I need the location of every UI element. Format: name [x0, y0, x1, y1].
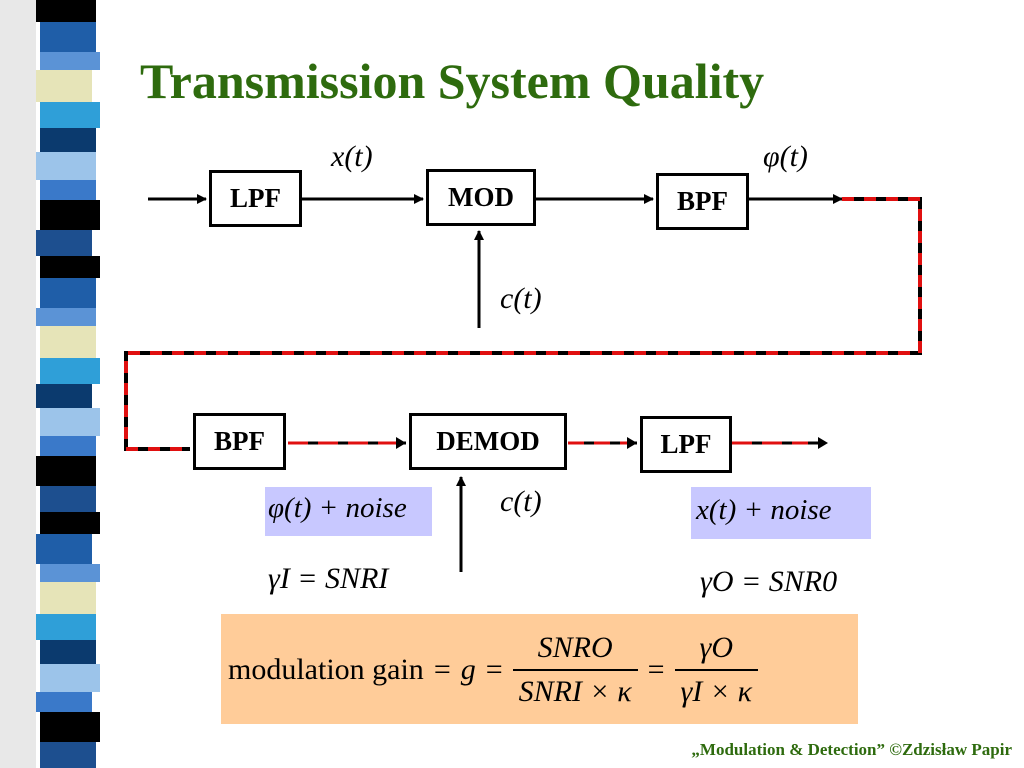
- snr-ratio-denominator: SNRI × κ: [518, 675, 632, 708]
- carrier-c-t-top-label: c(t): [500, 282, 542, 315]
- gamma-ratio-numerator: γO: [674, 631, 759, 671]
- phi-noise-highlight: [265, 487, 432, 536]
- demodulator-block: DEMOD: [409, 413, 567, 470]
- x-plus-noise-label: x(t) + noise: [696, 494, 832, 526]
- gain-label: modulation gain: [228, 653, 424, 686]
- lpf-receive-block: LPF: [640, 416, 732, 473]
- decorative-stripe-bar: [0, 0, 100, 768]
- modulation-gain-formula: modulation gain = g = SNRO SNRI × κ = γO…: [228, 622, 759, 718]
- gain-symbol: g: [460, 653, 476, 686]
- phi-plus-noise-label: φ(t) + noise: [268, 492, 407, 524]
- snr-ratio-numerator: SNRO: [512, 631, 638, 671]
- modulator-block: MOD: [426, 169, 536, 226]
- signal-phi-t-label: φ(t): [763, 140, 808, 173]
- gamma-ratio-denominator: γI × κ: [680, 675, 753, 708]
- lpf-transmit-block: LPF: [209, 170, 302, 227]
- gamma-ratio-fraction: γO γI × κ: [674, 631, 759, 709]
- x-noise-highlight: [691, 487, 871, 539]
- bpf-receive-block: BPF: [193, 413, 286, 470]
- bpf-transmit-block: BPF: [656, 173, 749, 230]
- page-title: Transmission System Quality: [140, 53, 765, 109]
- output-snr-label: γO = SNR0: [700, 565, 838, 598]
- footer-credit: „Modulation & Detection” ©Zdzisław Papir: [691, 740, 1012, 759]
- snr-ratio-fraction: SNRO SNRI × κ: [512, 631, 638, 709]
- input-snr-label: γI = SNRI: [268, 562, 389, 595]
- carrier-c-t-bottom-label: c(t): [500, 485, 542, 518]
- signal-x-t-label: x(t): [331, 140, 373, 173]
